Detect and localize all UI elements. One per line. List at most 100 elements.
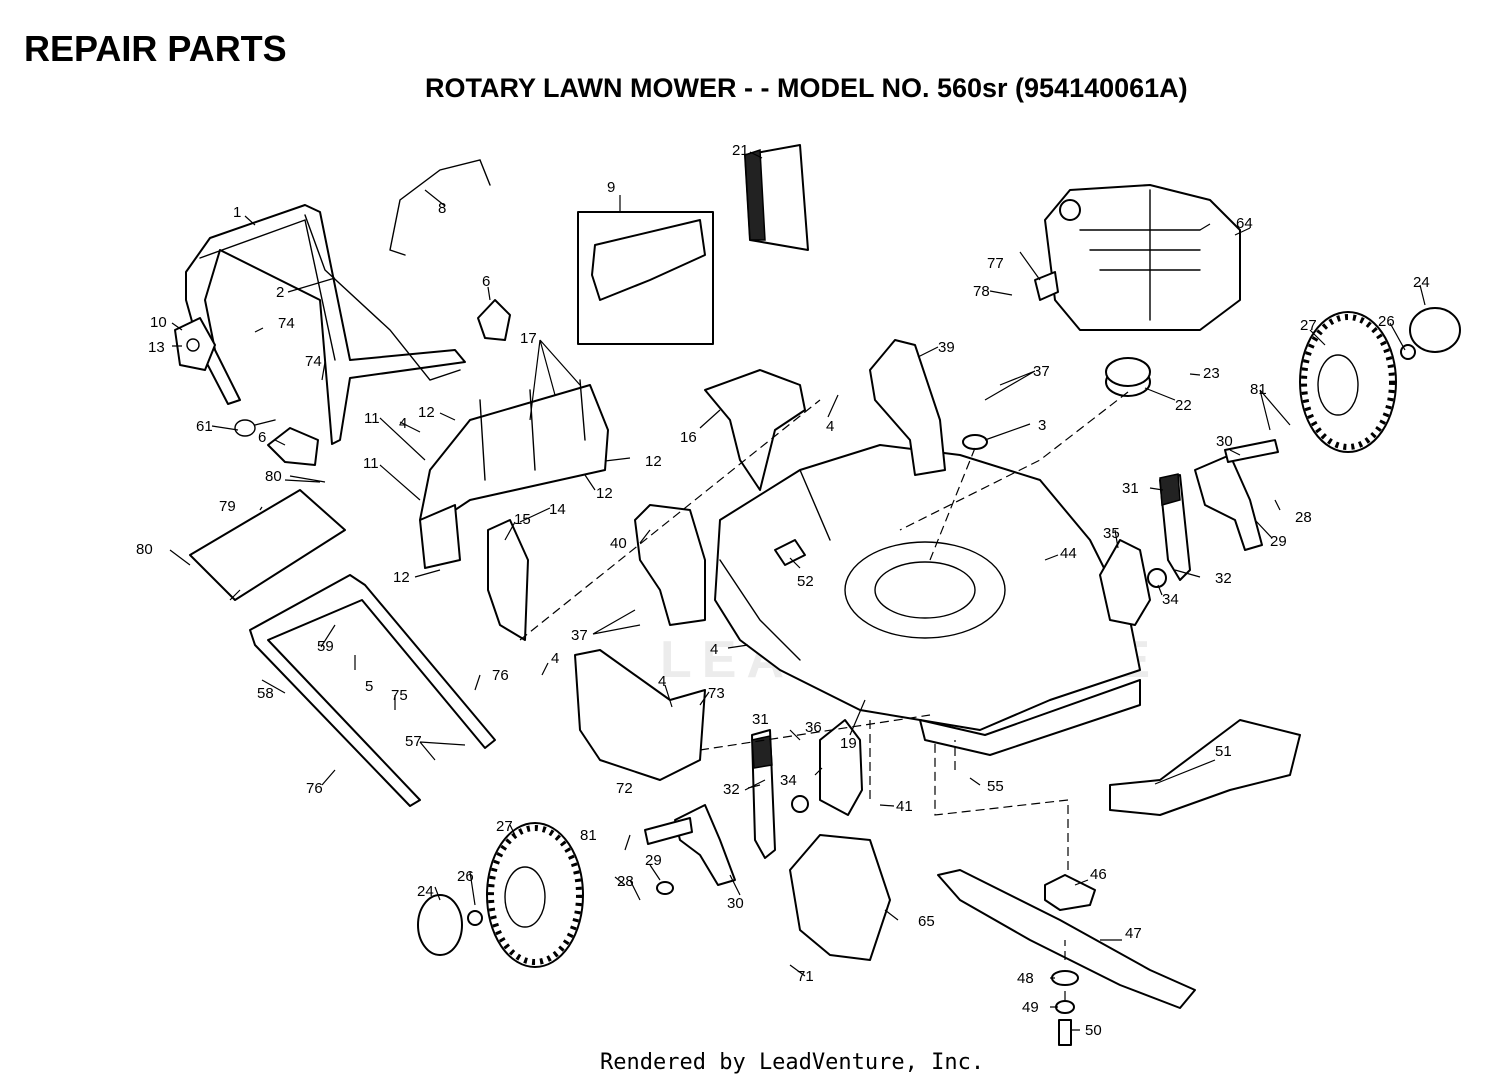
callout-9: 9 xyxy=(607,179,615,196)
callout-leader-lines xyxy=(169,151,1426,1031)
part-blade-adapter xyxy=(1044,874,1096,911)
callout-57: 57 xyxy=(405,733,422,750)
callout-23: 23 xyxy=(1203,365,1220,382)
callout-44: 44 xyxy=(1060,545,1077,562)
part-lower-handle xyxy=(249,574,496,807)
callout-74-upper: 74 xyxy=(278,315,295,332)
callout-77: 77 xyxy=(987,255,1004,272)
part-deck-plug xyxy=(774,539,806,566)
callout-10: 10 xyxy=(150,314,167,331)
part-axle-arm-left xyxy=(674,804,736,886)
part-mower-deck xyxy=(714,444,1141,756)
callout-65: 65 xyxy=(918,913,935,930)
callout-35: 35 xyxy=(1103,525,1120,542)
callout-52: 52 xyxy=(797,573,814,590)
part-lock-washer xyxy=(1055,1000,1075,1014)
callout-31-right: 31 xyxy=(1122,480,1139,497)
callout-12-c: 12 xyxy=(596,485,613,502)
callout-14: 14 xyxy=(549,501,566,518)
callout-73: 73 xyxy=(708,685,725,702)
assembly-line-chute xyxy=(699,714,931,751)
callout-3: 3 xyxy=(1038,417,1046,434)
callout-78: 78 xyxy=(973,283,990,300)
callout-6-upper: 6 xyxy=(482,273,490,290)
callout-12-d: 12 xyxy=(393,569,410,586)
callout-64: 64 xyxy=(1236,215,1253,232)
part-wheel-rear-right xyxy=(1299,311,1397,453)
part-hubcap-left xyxy=(417,894,463,956)
callout-79: 79 xyxy=(219,498,236,515)
callout-75: 75 xyxy=(391,687,408,704)
callout-41: 41 xyxy=(896,798,913,815)
callout-58: 58 xyxy=(257,685,274,702)
callout-36: 36 xyxy=(805,719,822,736)
callout-31-left: 31 xyxy=(752,711,769,728)
callout-29-right: 29 xyxy=(1270,533,1287,550)
callout-76-upper: 76 xyxy=(492,667,509,684)
part-rear-guard xyxy=(487,519,529,641)
part-side-plate xyxy=(419,504,461,569)
callout-80-lower: 80 xyxy=(136,541,153,558)
callout-27-right: 27 xyxy=(1300,317,1317,334)
part-rear-flap xyxy=(189,489,346,601)
callout-40: 40 xyxy=(610,535,627,552)
assembly-line-deck xyxy=(519,399,956,800)
callout-32-left: 32 xyxy=(723,781,740,798)
callout-30-left: 30 xyxy=(727,895,744,912)
callout-21: 21 xyxy=(732,142,749,159)
part-handle-bracket xyxy=(174,317,216,371)
part-side-discharge-guard xyxy=(789,834,891,961)
callout-8: 8 xyxy=(438,200,446,217)
part-pulley xyxy=(1105,357,1151,397)
part-wire-bail xyxy=(389,159,491,256)
callout-72: 72 xyxy=(616,780,633,797)
part-manual xyxy=(744,144,809,251)
callout-26-left: 26 xyxy=(457,868,474,885)
part-rear-height-bracket xyxy=(869,339,946,476)
callout-22: 22 xyxy=(1175,397,1192,414)
part-axle-arm-right xyxy=(1194,454,1263,551)
callout-81-left: 81 xyxy=(580,827,597,844)
part-deflector-kit xyxy=(577,211,714,345)
callout-37-upper: 37 xyxy=(1033,363,1050,380)
callout-81-right: 81 xyxy=(1250,381,1267,398)
part-cable-clip xyxy=(234,419,276,437)
model-subtitle: ROTARY LAWN MOWER - - MODEL NO. 560sr (9… xyxy=(425,73,1188,103)
callout-50: 50 xyxy=(1085,1022,1102,1039)
callout-24-right: 24 xyxy=(1413,274,1430,291)
callout-4-a: 4 xyxy=(399,415,407,432)
part-throttle-bracket xyxy=(1034,271,1059,301)
callout-4-c: 4 xyxy=(710,641,718,658)
callout-74-lower: 74 xyxy=(305,353,322,370)
part-washer-left xyxy=(656,881,674,895)
callout-39: 39 xyxy=(938,339,955,356)
part-discharge-chute xyxy=(574,649,706,781)
callout-76-lower: 76 xyxy=(306,780,323,797)
assembly-line-engine xyxy=(899,391,1129,561)
callout-55: 55 xyxy=(987,778,1004,795)
callout-24-left: 24 xyxy=(417,883,434,900)
callout-61: 61 xyxy=(196,418,213,435)
part-bushing xyxy=(962,434,988,450)
callout-37-lower: 37 xyxy=(571,627,588,644)
part-gear-plate-right xyxy=(1099,539,1151,626)
callout-labels: 1 2 8 9 21 64 77 78 24 26 27 23 22 81 30… xyxy=(136,142,1430,1039)
callout-30-right: 30 xyxy=(1216,433,1233,450)
callout-26-right: 26 xyxy=(1378,313,1395,330)
part-cable xyxy=(304,214,461,381)
callout-11-lower: 11 xyxy=(363,455,379,472)
assembly-line-blade xyxy=(934,740,1069,1000)
part-nut-left xyxy=(467,910,483,926)
callout-46: 46 xyxy=(1090,866,1107,883)
part-baffle xyxy=(704,369,806,491)
callout-29-left: 29 xyxy=(645,852,662,869)
part-upper-handle xyxy=(185,204,466,445)
callout-32-right: 32 xyxy=(1215,570,1232,587)
callout-12-b: 12 xyxy=(645,453,662,470)
footer-credit: Rendered by LeadVenture, Inc. xyxy=(600,1050,985,1075)
callout-1: 1 xyxy=(233,204,241,221)
callout-34-right: 34 xyxy=(1162,591,1179,608)
callout-47: 47 xyxy=(1125,925,1142,942)
callout-4-b: 4 xyxy=(826,418,834,435)
